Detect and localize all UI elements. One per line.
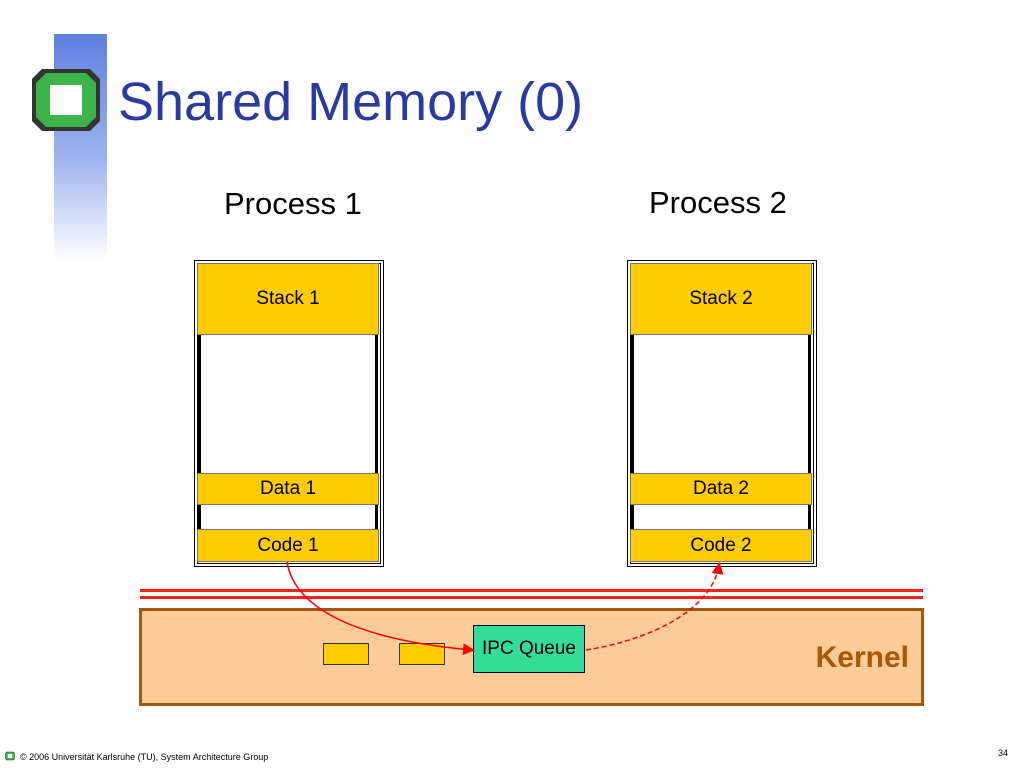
kernel-boundary-line-upper bbox=[140, 589, 923, 592]
ipc-queue-box: IPC Queue bbox=[473, 625, 585, 673]
page-number: 34 bbox=[998, 748, 1009, 758]
footer-logo-icon bbox=[5, 751, 15, 761]
code-2-segment: Code 2 bbox=[630, 529, 812, 562]
process-1-gap bbox=[198, 505, 378, 529]
page-title: Shared Memory (0) bbox=[118, 72, 584, 132]
data-2-label: Data 2 bbox=[693, 478, 749, 499]
process-1-free-space bbox=[198, 335, 378, 474]
data-1-segment: Data 1 bbox=[197, 473, 379, 505]
kernel-region: Kernel bbox=[139, 608, 924, 706]
university-logo-icon bbox=[32, 69, 100, 131]
footer-copyright: © 2006 Universität Karlsruhe (TU), Syste… bbox=[20, 752, 269, 762]
stack-1-label: Stack 1 bbox=[256, 288, 320, 309]
stack-2-segment: Stack 2 bbox=[630, 263, 812, 335]
ipc-queue-label: IPC Queue bbox=[482, 638, 576, 659]
stack-1-segment: Stack 1 bbox=[197, 263, 379, 335]
kernel-label: Kernel bbox=[815, 641, 909, 674]
code-2-label: Code 2 bbox=[690, 534, 752, 556]
process-1-address-space: Stack 1 Data 1 Code 1 bbox=[194, 260, 384, 567]
stack-2-label: Stack 2 bbox=[689, 288, 753, 309]
data-2-segment: Data 2 bbox=[630, 473, 812, 505]
process-2-free-space bbox=[631, 335, 811, 474]
process-1-label: Process 1 bbox=[224, 186, 362, 221]
queue-message-box bbox=[399, 643, 445, 665]
queue-message-box bbox=[323, 643, 369, 665]
kernel-boundary-line-lower bbox=[140, 596, 923, 599]
data-1-label: Data 1 bbox=[260, 478, 316, 499]
process-2-address-space: Stack 2 Data 2 Code 2 bbox=[627, 260, 817, 567]
process-2-label: Process 2 bbox=[649, 185, 787, 220]
code-1-label: Code 1 bbox=[257, 534, 319, 556]
code-1-segment: Code 1 bbox=[197, 529, 379, 562]
process-2-gap bbox=[631, 505, 811, 529]
